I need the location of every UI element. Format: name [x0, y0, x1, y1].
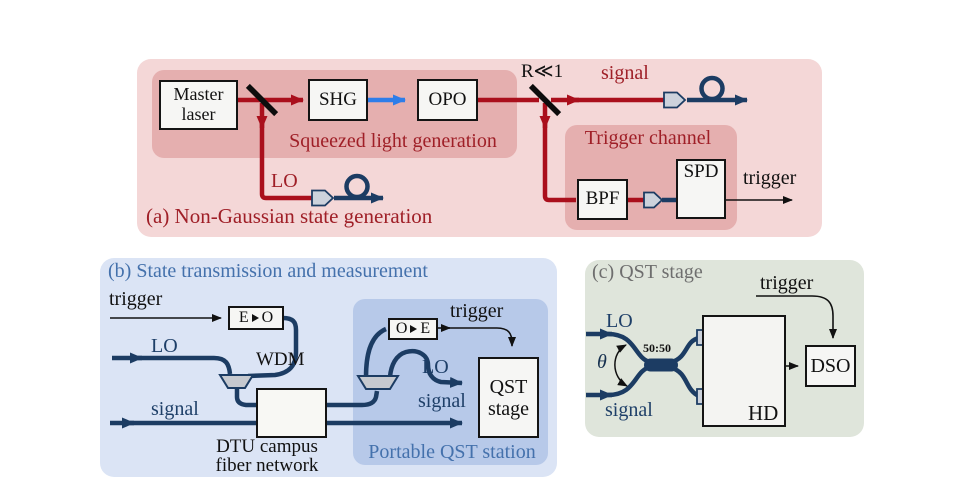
dso-box: DSO [805, 345, 856, 387]
squeezed-group-label: Squeezed light generation [289, 130, 497, 152]
trigger-out-label: trigger [450, 300, 504, 322]
wdm-label: WDM [256, 349, 305, 370]
signal-label-c: signal [605, 399, 653, 421]
qst-label2: stage [487, 397, 530, 420]
signal-in-label: signal [151, 398, 199, 420]
spd-box: SPD [676, 159, 726, 219]
bpf-box: BPF [577, 179, 628, 220]
oe-left-label: O [395, 320, 408, 338]
master-laser-box: Master laser [159, 80, 238, 130]
theta-label: θ [597, 351, 607, 373]
spd-label: SPD [683, 161, 719, 182]
oe-right-label: E [420, 320, 431, 338]
qst-stage-box: QST stage [478, 357, 539, 438]
trigger-label-a: trigger [743, 167, 797, 189]
panel-b-title: (b) State transmission and measurement [108, 260, 428, 282]
lo-label-c: LO [606, 310, 633, 332]
eo-right-label: O [261, 309, 274, 327]
lo-label-a: LO [271, 170, 298, 192]
signal-out-label: signal [418, 390, 466, 412]
lo-in-label: LO [151, 335, 178, 357]
trigger-label-c: trigger [760, 272, 814, 294]
dso-label: DSO [810, 355, 851, 377]
fiber-network-box [256, 388, 327, 438]
panel-a-title: (a) Non-Gaussian state generation [146, 204, 433, 228]
opo-box: OPO [417, 79, 478, 121]
shg-label: SHG [318, 88, 357, 110]
bpf-label: BPF [585, 188, 620, 210]
splitter-ratio-label: 50:50 [643, 341, 671, 355]
qst-label1: QST [489, 375, 528, 398]
hd-label: HD [748, 401, 779, 425]
trigger-in-label: trigger [109, 288, 163, 310]
master-laser-label2: laser [181, 104, 216, 124]
opo-label: OPO [428, 88, 467, 110]
network-caption: DTU campus fiber network [216, 437, 319, 475]
trigger-channel-label: Trigger channel [584, 127, 712, 149]
reflectivity-label: R≪1 [521, 61, 564, 82]
station-label: Portable QST station [368, 441, 536, 463]
shg-box: SHG [308, 79, 368, 121]
network-caption-line1: DTU campus [216, 436, 318, 457]
panel-c-title: (c) QST stage [592, 261, 703, 283]
right-triangle-icon [251, 314, 259, 322]
master-laser-label1: Master [173, 84, 224, 105]
eo-left-label: E [238, 309, 249, 327]
network-caption-line2: fiber network [215, 455, 319, 476]
signal-label-a: signal [601, 62, 649, 84]
lo-out-label: LO [422, 356, 449, 378]
right-triangle-icon [410, 325, 418, 333]
